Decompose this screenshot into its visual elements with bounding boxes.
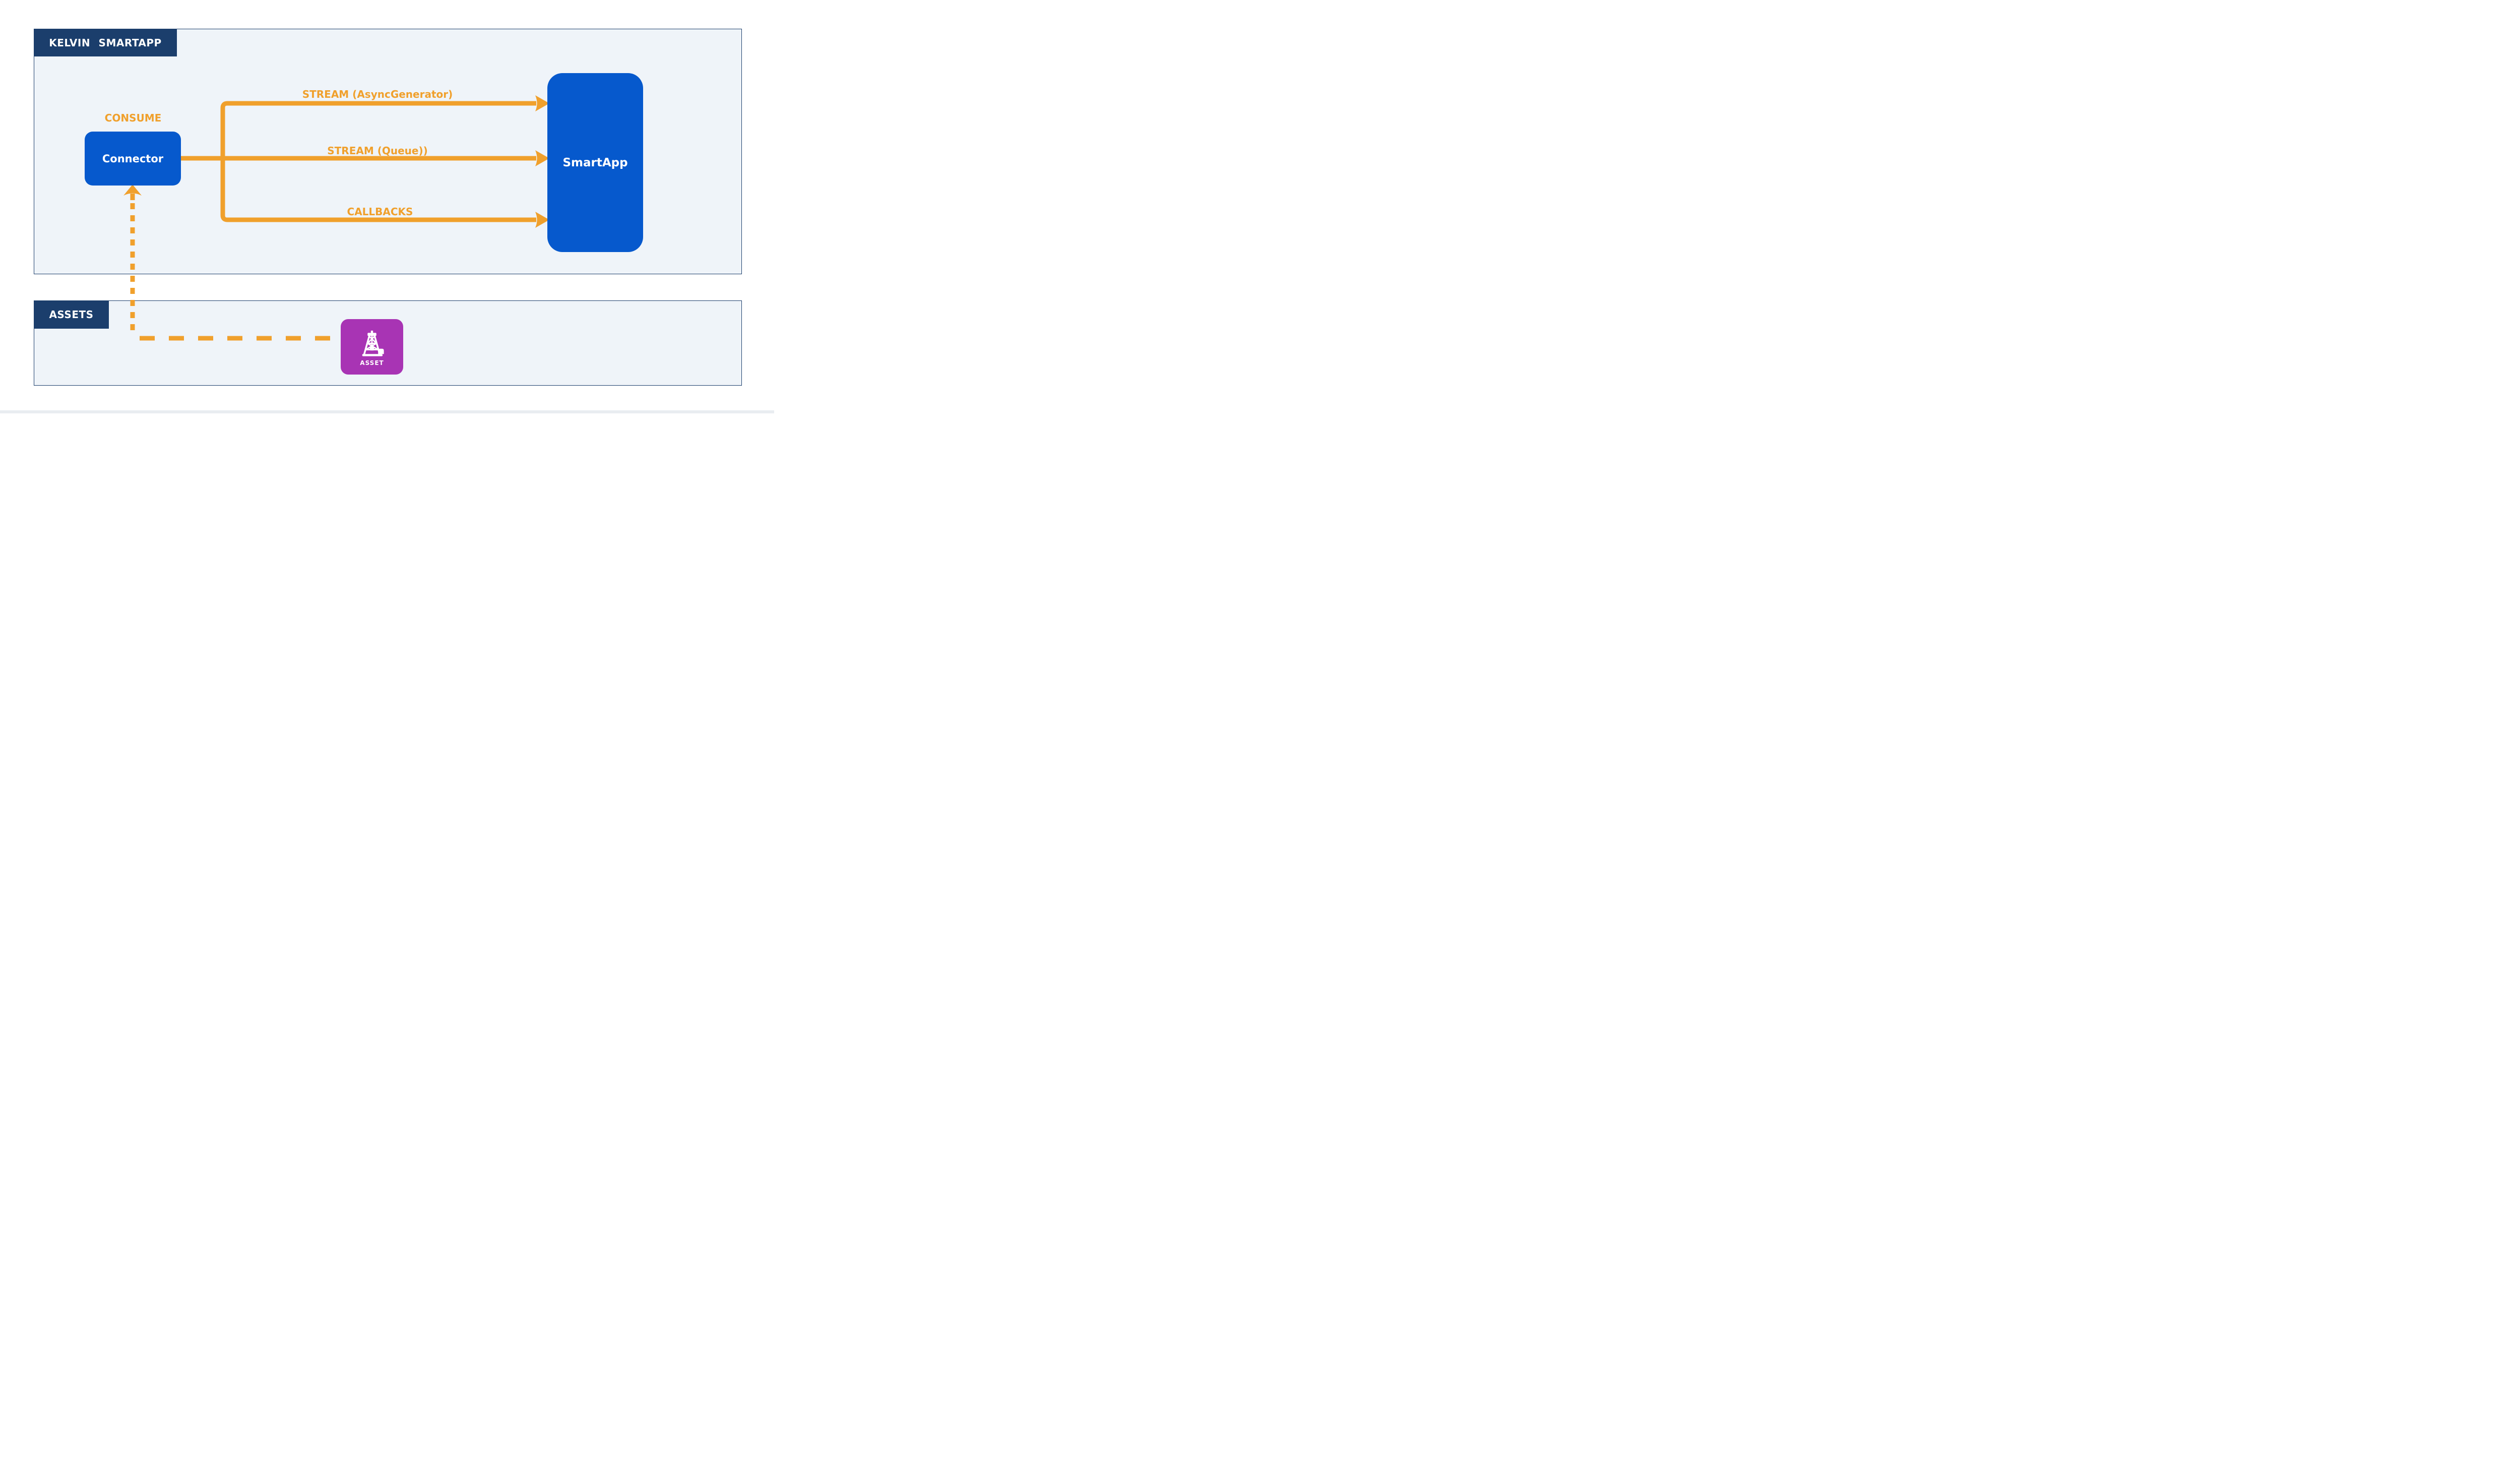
asset-node-label: ASSET [360,359,384,366]
connector-node-label: Connector [102,152,164,165]
smartapp-node: SmartApp [547,73,643,252]
bottom-edge-strip [0,410,774,413]
callbacks-label: CALLBACKS [347,206,413,218]
assets-tab: ASSETS [34,300,109,329]
smartapp-node-label: SmartApp [562,156,628,169]
kelvin-smartapp-tab: KELVIN SMARTAPP [34,29,177,56]
stream-queue-label: STREAM (Queue)) [327,145,428,157]
consume-label: CONSUME [104,112,162,124]
oil-derrick-icon [362,330,384,356]
assets-tab-label: ASSETS [49,309,94,321]
connector-node: Connector [85,132,181,186]
asset-node: ASSET [341,319,403,375]
stream-asyncgenerator-label: STREAM (AsyncGenerator) [302,88,453,100]
kelvin-smartapp-tab-label: KELVIN SMARTAPP [49,36,162,49]
diagram-canvas: KELVIN SMARTAPP ASSETS Connector SmartAp… [0,0,774,413]
